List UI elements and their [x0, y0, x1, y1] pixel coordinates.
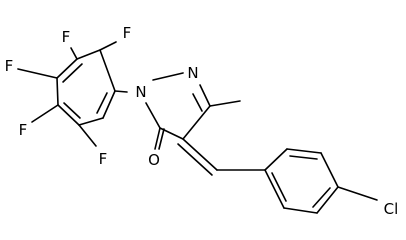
chlorophenyl-ring: [264, 148, 339, 214]
double-bond: [289, 155, 318, 160]
double-bond: [192, 93, 203, 112]
carbonyl-bond: [154, 127, 165, 150]
bond: [78, 124, 97, 147]
fluorine-label: F: [123, 24, 132, 42]
fluorine-label: F: [62, 28, 71, 46]
pyrazolone-ring: [145, 72, 211, 140]
bond: [99, 41, 117, 51]
double-bond: [62, 63, 83, 83]
double-bond: [63, 102, 81, 119]
bond: [99, 49, 116, 92]
double-bond: [96, 92, 108, 114]
bond: [31, 104, 59, 123]
bond: [316, 186, 339, 214]
double-bond: [312, 187, 331, 208]
bond: [56, 77, 59, 106]
bond: [145, 102, 161, 129]
double-bond: [271, 172, 287, 202]
bond: [264, 169, 285, 209]
fluorine-label: F: [5, 57, 14, 75]
pentafluorophenyl-ring: [56, 49, 116, 126]
bond: [182, 138, 218, 171]
fluorine-bonds: [17, 41, 117, 147]
bond: [56, 58, 78, 79]
bond: [70, 47, 78, 60]
exocyclic-double-bond: [177, 138, 218, 176]
aryl-nitrogen-bond: [114, 90, 128, 93]
atom-labels: F F F F F N N O Cl: [5, 24, 399, 218]
bond: [320, 152, 339, 188]
bond: [182, 105, 211, 140]
chlorine-label: Cl: [384, 200, 399, 218]
bond: [199, 84, 211, 107]
fluorine-label: F: [99, 150, 108, 168]
bond: [102, 90, 116, 119]
methyl-bond: [209, 100, 241, 107]
molecule-diagram: F F F F F N N O Cl: [5, 24, 399, 218]
double-bond: [177, 143, 213, 176]
bond: [152, 72, 184, 81]
bond: [78, 117, 104, 126]
bond: [57, 104, 80, 126]
structure-canvas: F F F F F N N O Cl: [5, 24, 399, 218]
oxygen-label: O: [148, 151, 160, 169]
fluorine-label: F: [19, 121, 28, 139]
bond: [286, 148, 322, 154]
bond: [76, 49, 101, 60]
bond: [17, 68, 58, 79]
chlorine-bond: [337, 186, 378, 201]
nitrogen-label: N: [187, 64, 198, 82]
bond: [264, 148, 288, 171]
double-bond: [154, 127, 161, 150]
double-bond: [158, 128, 165, 150]
nitrogen-label: N: [135, 83, 146, 101]
bond: [283, 207, 318, 214]
